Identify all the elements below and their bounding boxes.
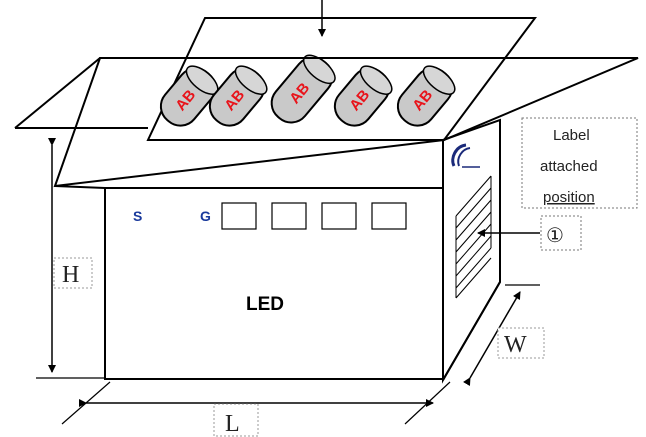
width-dimension: W xyxy=(463,284,545,387)
roll-1: AB xyxy=(159,65,219,127)
callout-marker: ① xyxy=(546,225,564,247)
roll-5: AB xyxy=(396,65,456,127)
side-logo-icon xyxy=(451,143,480,168)
height-label: H xyxy=(62,262,79,288)
front-led-label: LED xyxy=(246,294,284,315)
label-note-line1: Label xyxy=(553,127,590,144)
roll-3: AB xyxy=(270,54,336,124)
brand-mark-right: G xyxy=(200,208,211,224)
label-note-line3: position xyxy=(543,189,595,206)
side-vent xyxy=(455,175,492,299)
top-flap-front xyxy=(53,57,639,188)
roll-2: AB xyxy=(208,65,268,127)
front-print-squares xyxy=(221,202,407,230)
label-callout: Label attached position ① xyxy=(477,117,638,251)
width-label: W xyxy=(504,332,527,358)
roll-4: AB xyxy=(333,65,393,127)
length-label: L xyxy=(225,411,240,437)
label-note-line2: attached xyxy=(540,158,598,175)
box-front-face xyxy=(104,187,444,380)
height-dimension: H xyxy=(36,138,104,379)
brand-mark-left: S xyxy=(133,208,142,224)
length-dimension: L xyxy=(61,381,451,437)
